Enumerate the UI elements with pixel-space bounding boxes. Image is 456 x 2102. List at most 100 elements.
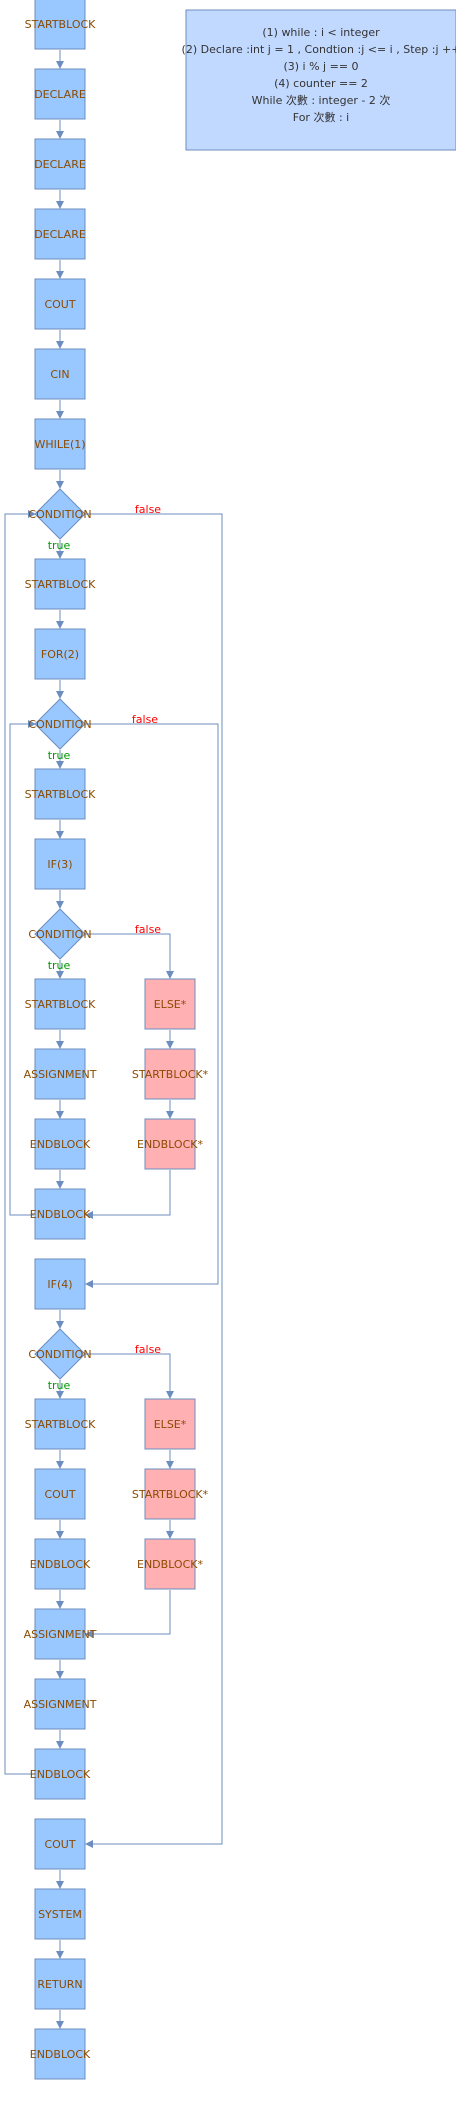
node-assignment: ASSIGNMENT: [24, 1608, 97, 1660]
legend-line-4: (4) counter == 2: [274, 77, 368, 90]
decision-node-condition: CONDITION: [28, 908, 92, 960]
node-label: STARTBLOCK: [25, 18, 97, 31]
node-system: SYSTEM: [34, 1888, 86, 1940]
legend-line-6: For 次數 : i: [293, 110, 349, 124]
node-box: [34, 1398, 86, 1450]
false-label-3: false: [135, 923, 161, 936]
node-box: [34, 418, 86, 470]
true-label-2: true: [48, 749, 71, 762]
node-startblock: STARTBLOCK: [25, 0, 97, 50]
node-box: [34, 68, 86, 120]
else-node-box: [144, 978, 196, 1030]
node-box: [34, 1118, 86, 1170]
node-label: COUT: [44, 1488, 75, 1501]
node-label: STARTBLOCK: [25, 998, 97, 1011]
node-label: FOR(2): [41, 648, 79, 661]
decision-diamond: [34, 488, 86, 540]
node-label: SYSTEM: [38, 1908, 82, 1921]
node-assignment: ASSIGNMENT: [24, 1048, 97, 1100]
node-cin: CIN: [34, 348, 86, 400]
node-label: ELSE*: [154, 998, 187, 1011]
node-else: ELSE*: [144, 1398, 196, 1450]
node-label: IF(3): [47, 858, 72, 871]
else-node-box: [144, 1048, 196, 1100]
node-cout: COUT: [34, 1818, 86, 1870]
node-declare: DECLARE: [34, 138, 86, 190]
node-label: DECLARE: [34, 228, 86, 241]
node-while-1: WHILE(1): [34, 418, 86, 470]
node-label: IF(4): [47, 1278, 72, 1291]
node-endblock: ENDBLOCK: [30, 1188, 91, 1240]
node-return: RETURN: [34, 1958, 86, 2010]
true-label-4: true: [48, 1379, 71, 1392]
node-label: STARTBLOCK*: [132, 1068, 209, 1081]
decision-diamond: [34, 698, 86, 750]
node-declare: DECLARE: [34, 68, 86, 120]
node-startblock: STARTBLOCK: [25, 1398, 97, 1450]
legend-line-1: (1) while : i < integer: [262, 26, 380, 39]
legend-note-box: [185, 9, 456, 151]
node-endblock: ENDBLOCK: [30, 2028, 91, 2080]
node-startblock: STARTBLOCK: [25, 978, 97, 1030]
node-box: [34, 1468, 86, 1520]
node-label: ENDBLOCK*: [137, 1138, 203, 1151]
false-label-1: false: [135, 503, 161, 516]
node-endblock: ENDBLOCK: [30, 1748, 91, 1800]
node-label: ASSIGNMENT: [24, 1628, 97, 1641]
node-box: [34, 1748, 86, 1800]
legend-note: (1) while : i < integer (2) Declare :int…: [182, 9, 456, 151]
else-node-box: [144, 1538, 196, 1590]
node-label: CONDITION: [28, 928, 91, 941]
edge-condition-3-false: [85, 933, 174, 979]
node-cout: COUT: [34, 278, 86, 330]
node-label: DECLARE: [34, 88, 86, 101]
node-box: [34, 278, 86, 330]
else-node-box: [144, 1398, 196, 1450]
branch-labels: true false true false true false true fa…: [48, 503, 162, 1392]
node-box: [34, 768, 86, 820]
node-endblock: ENDBLOCK*: [137, 1118, 203, 1170]
node-endblock: ENDBLOCK: [30, 1538, 91, 1590]
edge-while-loop-back: [4, 510, 36, 1775]
node-label: STARTBLOCK: [25, 578, 97, 591]
node-label: COUT: [44, 1838, 75, 1851]
flowchart-nodes: STARTBLOCK DECLARE DECLARE DECLARE COUT CIN WH…: [24, 0, 209, 2080]
node-label: ENDBLOCK: [30, 2048, 91, 2061]
node-cout: COUT: [34, 1468, 86, 1520]
node-box: [34, 838, 86, 890]
edge-else-endblock-merge: [85, 1170, 171, 1219]
node-label: CONDITION: [28, 1348, 91, 1361]
node-box: [34, 1538, 86, 1590]
node-endblock: ENDBLOCK: [30, 1118, 91, 1170]
node-label: ELSE*: [154, 1418, 187, 1431]
node-label: ENDBLOCK: [30, 1558, 91, 1571]
false-label-4: false: [135, 1343, 161, 1356]
node-startblock: STARTBLOCK: [25, 558, 97, 610]
true-label-1: true: [48, 539, 71, 552]
flowchart-connectors: [4, 50, 223, 2029]
edge-else-endblock-merge-2: [85, 1590, 171, 1638]
true-label-3: true: [48, 959, 71, 972]
node-label: ENDBLOCK*: [137, 1558, 203, 1571]
node-label: ASSIGNMENT: [24, 1698, 97, 1711]
node-box: [34, 1048, 86, 1100]
node-label: DECLARE: [34, 158, 86, 171]
decision-node-condition: CONDITION: [28, 698, 92, 750]
node-else: ELSE*: [144, 978, 196, 1030]
node-label: ENDBLOCK: [30, 1768, 91, 1781]
node-label: WHILE(1): [34, 438, 85, 451]
legend-line-3: (3) i % j == 0: [283, 60, 358, 73]
node-box: [34, 0, 86, 50]
node-box: [34, 1678, 86, 1730]
node-declare: DECLARE: [34, 208, 86, 260]
node-box: [34, 1958, 86, 2010]
false-label-2: false: [132, 713, 158, 726]
node-box: [34, 1608, 86, 1660]
node-label: STARTBLOCK: [25, 1418, 97, 1431]
node-box: [34, 978, 86, 1030]
node-label: STARTBLOCK*: [132, 1488, 209, 1501]
node-label: COUT: [44, 298, 75, 311]
decision-diamond: [34, 908, 86, 960]
node-box: [34, 558, 86, 610]
